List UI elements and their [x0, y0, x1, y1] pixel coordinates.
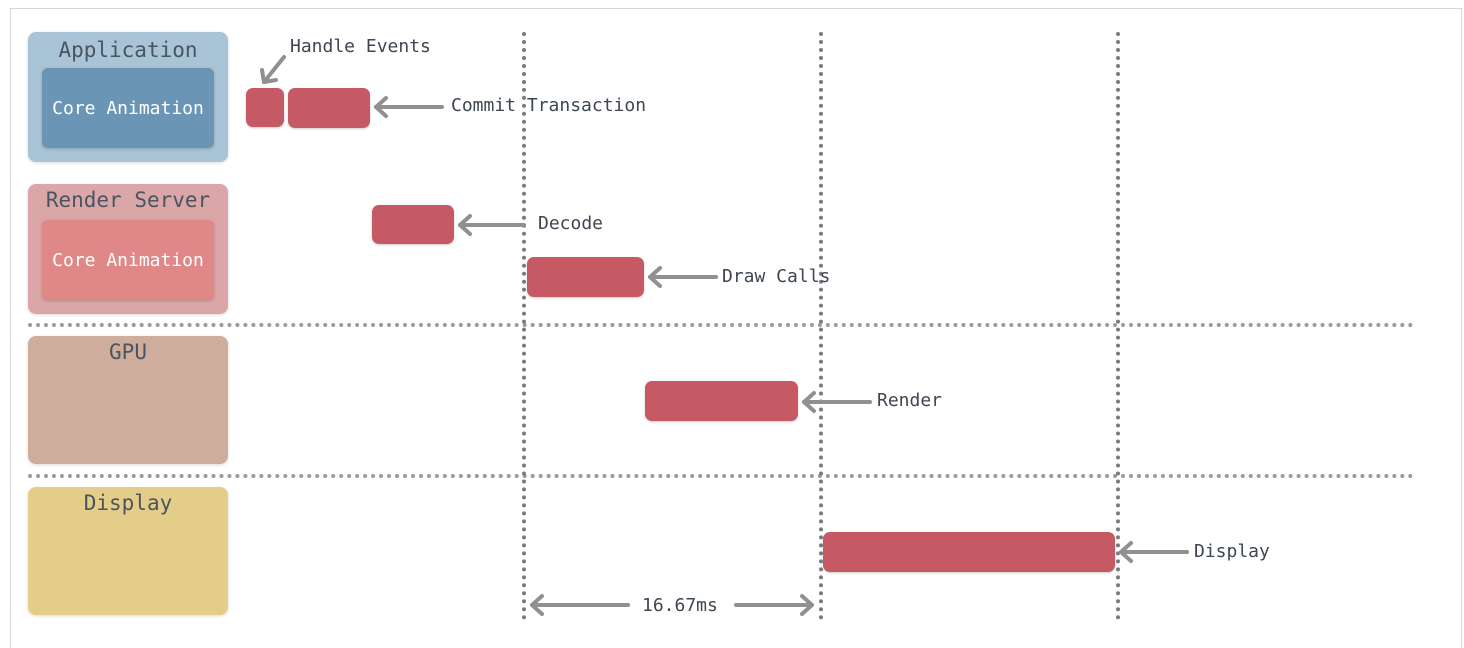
application-core-animation-box: Core Animation — [42, 68, 214, 148]
display-lane: Display — [28, 487, 228, 615]
application-lane-title: Application — [58, 38, 198, 62]
decode-arrowhead — [458, 214, 472, 236]
cpu-gpu-divider — [28, 323, 1414, 327]
handle-events-arrowhead — [260, 68, 278, 84]
diagram-frame — [10, 8, 1462, 648]
handle-events-bar — [246, 88, 284, 127]
draw-calls-arrowhead — [648, 266, 662, 288]
draw-calls-label: Draw Calls — [722, 266, 831, 287]
display-label: Display — [1194, 541, 1270, 562]
render-server-lane: Render Server Core Animation — [28, 184, 228, 314]
render-bar — [645, 381, 798, 421]
decode-label: Decode — [538, 213, 604, 234]
handle-events-label: Handle Events — [290, 36, 431, 57]
display-arrowhead — [1119, 541, 1133, 563]
gpu-lane: GPU — [28, 336, 228, 464]
render-arrowhead — [802, 391, 816, 413]
render-server-lane-title: Render Server — [45, 188, 211, 212]
frame-time-left-arrowhead — [530, 594, 544, 616]
vsync-line-2 — [819, 32, 823, 620]
gpu-display-divider — [28, 474, 1414, 478]
render-server-core-animation-box: Core Animation — [42, 220, 214, 300]
frame-time-right-arrowhead — [800, 594, 814, 616]
application-lane: Application Core Animation — [28, 32, 228, 162]
commit-transaction-label: Commit Transaction — [451, 95, 647, 116]
annotation-arrows — [260, 55, 1189, 616]
draw-calls-bar — [527, 257, 644, 297]
display-bar — [823, 532, 1115, 572]
handle-events-arrow — [262, 55, 286, 84]
gpu-lane-title: GPU — [109, 340, 147, 364]
frame-time-label: 16.67ms — [642, 595, 718, 616]
render-label: Render — [877, 390, 943, 411]
commit-transaction-arrowhead — [374, 96, 388, 118]
display-lane-title: Display — [83, 491, 173, 515]
commit-transaction-bar — [288, 88, 370, 128]
vsync-line-1 — [522, 32, 526, 620]
vsync-line-3 — [1116, 32, 1120, 620]
decode-bar — [372, 205, 454, 244]
